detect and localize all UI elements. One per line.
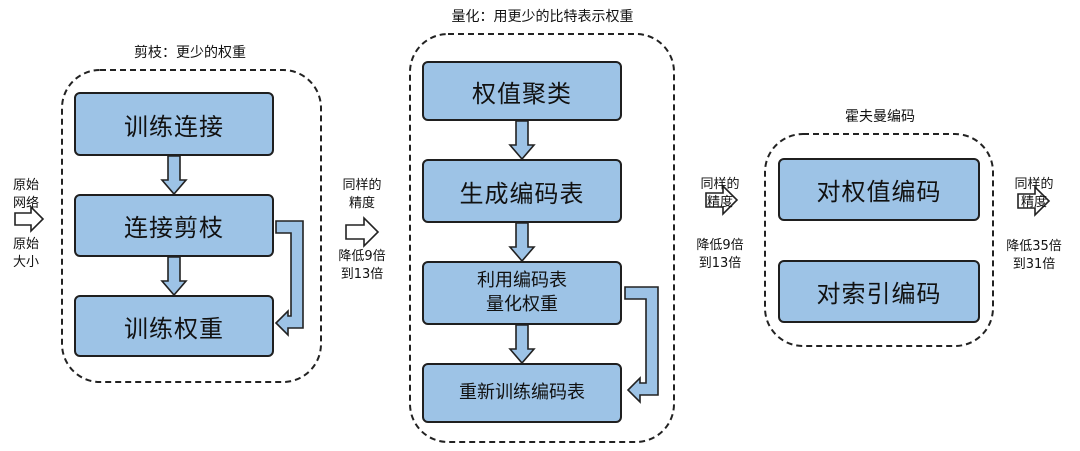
weight-clustering-box: 权值聚类	[422, 61, 622, 121]
transition-2-top: 同样的 精度	[694, 176, 746, 212]
transition-arrow-1	[345, 216, 380, 248]
quantize-line1: 利用编码表	[477, 270, 567, 291]
quant-group-outline	[409, 33, 675, 443]
quant-down-arrow-1	[508, 120, 536, 161]
transition-2-line2: 精度	[706, 195, 733, 210]
transition-2-line1: 同样的	[700, 177, 740, 192]
transition-3-bottom: 降低35倍 到31倍	[1002, 238, 1066, 274]
input-label-line1: 原始	[12, 178, 39, 193]
transition-arrow-3	[1017, 185, 1051, 217]
transition-2-bottom: 降低9倍 到13倍	[692, 237, 748, 273]
transition-3-line1: 同样的	[1014, 177, 1054, 192]
train-weights-box: 训练权重	[74, 295, 274, 357]
quant-title: 量化：用更少的比特表示权重	[451, 9, 634, 25]
quant-down-arrow-2	[508, 222, 536, 263]
retrain-codebook-box: 重新训练编码表	[422, 363, 622, 423]
huffman-title: 霍夫曼编码	[845, 109, 915, 125]
encode-index-box: 对索引编码	[778, 260, 980, 323]
prune-down-arrow-2	[160, 256, 188, 297]
train-connections-box: 训练连接	[74, 92, 274, 156]
quant-feedback-arrow	[624, 286, 659, 404]
input-label-line4: 大小	[12, 255, 39, 270]
huffman-group-outline	[764, 133, 994, 347]
quantize-with-codebook-box: 利用编码表 量化权重	[422, 261, 622, 325]
input-label-line3: 原始	[12, 237, 39, 252]
transition-3-line4: 到31倍	[1012, 257, 1056, 272]
prune-feedback-arrow	[274, 220, 304, 337]
transition-1-line1: 同样的	[342, 178, 382, 193]
transition-3-top: 同样的 精度	[1008, 176, 1060, 212]
prune-down-arrow-1	[160, 155, 188, 196]
input-arrow	[14, 205, 45, 233]
quant-down-arrow-3	[508, 324, 536, 365]
encode-weights-box: 对权值编码	[778, 158, 980, 221]
transition-1-bottom: 降低9倍 到13倍	[334, 248, 390, 284]
generate-codebook-box: 生成编码表	[422, 159, 622, 223]
transition-3-line2: 精度	[1020, 195, 1047, 210]
prune-connections-box: 连接剪枝	[74, 194, 274, 257]
quantize-line2: 量化权重	[486, 294, 558, 315]
transition-1-line2: 精度	[348, 196, 375, 211]
transition-2-line3: 降低9倍	[696, 238, 744, 253]
pruning-group-outline	[61, 69, 322, 383]
transition-1-line3: 降低9倍	[338, 249, 386, 264]
pruning-title: 剪枝：更少的权重	[134, 45, 246, 61]
transition-arrow-2	[705, 184, 739, 216]
input-label: 原始 网络	[6, 177, 46, 213]
transition-2-line4: 到13倍	[698, 256, 742, 271]
transition-3-line3: 降低35倍	[1006, 239, 1062, 254]
input-label-line2: 网络	[12, 196, 39, 211]
transition-1-top: 同样的 精度	[336, 177, 388, 213]
input-size-label: 原始 大小	[6, 236, 46, 272]
transition-1-line4: 到13倍	[340, 267, 384, 282]
